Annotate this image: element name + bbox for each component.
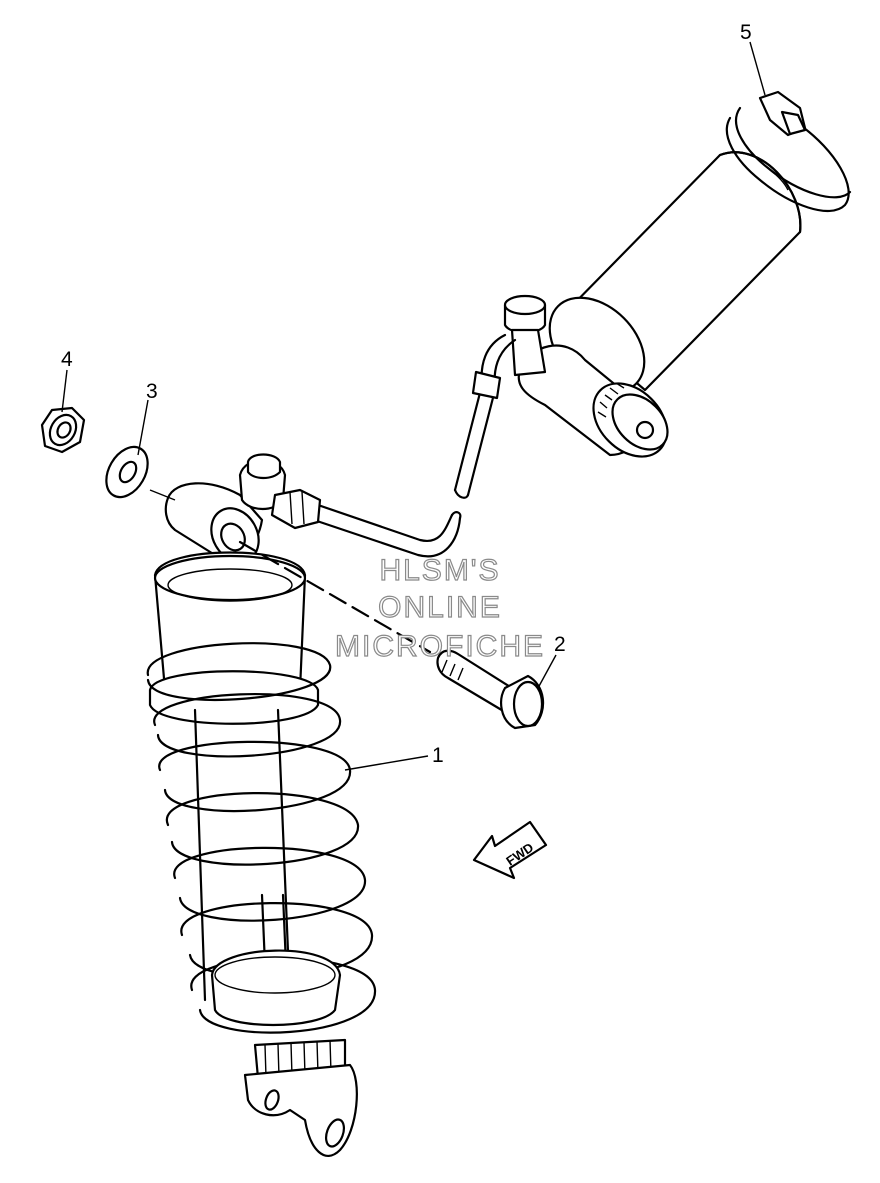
watermark-line-3: MICROFICHE bbox=[335, 630, 545, 663]
nut bbox=[40, 406, 86, 454]
shock-top-mount bbox=[164, 453, 322, 563]
reservoir-canister bbox=[503, 151, 802, 458]
washer bbox=[105, 445, 149, 499]
callout-5: 5 bbox=[740, 21, 752, 44]
watermark-line-1: HLSM'S bbox=[379, 554, 500, 587]
mount-bolt bbox=[238, 540, 545, 730]
watermark-line-2: ONLINE bbox=[378, 591, 502, 624]
shock-absorber bbox=[146, 551, 377, 1157]
callout-1: 1 bbox=[432, 744, 444, 767]
callout-3: 3 bbox=[146, 380, 158, 403]
callout-2: 2 bbox=[554, 633, 566, 656]
hose-clamp bbox=[725, 90, 852, 213]
forward-arrow-icon: FWD bbox=[472, 820, 548, 880]
callout-4: 4 bbox=[61, 348, 73, 371]
reservoir-hose bbox=[312, 333, 517, 558]
leader-lines bbox=[61, 41, 766, 771]
watermark: HLSM'S ONLINE MICROFICHE bbox=[334, 553, 545, 663]
